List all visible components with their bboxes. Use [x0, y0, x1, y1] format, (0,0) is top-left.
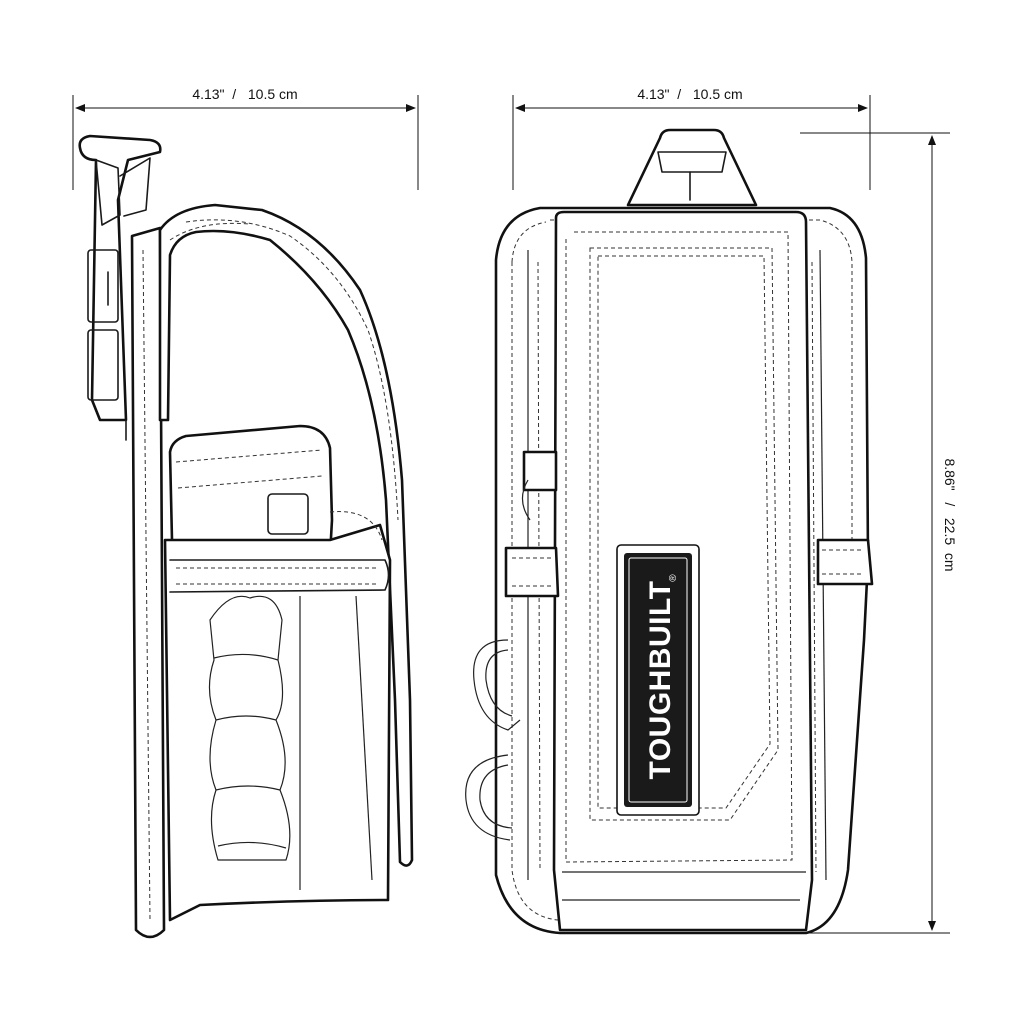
front-width-label: 4.13" / 10.5 cm	[637, 86, 742, 102]
side-view	[78, 134, 414, 939]
logo-text: TOUGHBUILT	[644, 581, 677, 780]
height-dimension: 8.86" / 22.5 cm	[800, 132, 958, 934]
side-flap	[158, 203, 414, 867]
front-view: TOUGHBUILT ®	[465, 128, 874, 935]
side-tape-measure	[168, 424, 334, 557]
side-back-panel	[130, 226, 166, 939]
side-pocket	[163, 511, 392, 922]
side-width-label: 4.13" / 10.5 cm	[192, 86, 297, 102]
toughbuilt-logo: TOUGHBUILT ®	[616, 544, 700, 816]
side-width-dimension: 4.13" / 10.5 cm	[72, 86, 419, 190]
front-side-straps	[465, 450, 874, 841]
belt-clip	[78, 134, 162, 441]
front-width-dimension: 4.13" / 10.5 cm	[512, 86, 871, 190]
logo-trademark: ®	[668, 574, 679, 582]
front-clip-tab	[626, 128, 758, 207]
height-label: 8.86" / 22.5 cm	[942, 458, 958, 571]
